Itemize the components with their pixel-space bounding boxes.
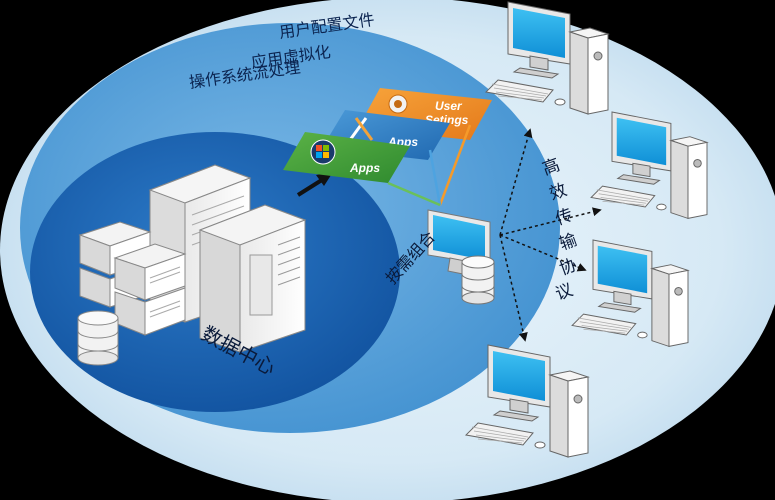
card-connectors — [387, 124, 472, 207]
windows-logo-icon — [310, 139, 336, 165]
desktop-pc-icon — [464, 344, 590, 458]
protocol-char: 传 — [553, 205, 576, 230]
app-tools-icon — [348, 117, 374, 141]
desktop-pc-icon — [484, 1, 610, 115]
protocol-char: 输 — [557, 230, 580, 255]
database-icon — [461, 255, 495, 305]
protocol-char: 效 — [547, 180, 570, 205]
desktop-pc-icon — [590, 111, 709, 220]
server-rack-icon — [78, 164, 307, 353]
card-label-apps-green: Apps — [349, 161, 380, 175]
transfer-arrows — [499, 128, 602, 342]
protocol-char: 议 — [553, 280, 576, 305]
on-demand-desktop — [427, 209, 495, 305]
desktop-pc-icon — [571, 239, 690, 348]
database-icon — [77, 310, 119, 366]
card-label-user: User — [435, 99, 463, 113]
protocol-char: 高 — [540, 155, 563, 180]
protocol-char: 协 — [557, 255, 580, 280]
os-streaming-card: Apps — [283, 132, 410, 183]
